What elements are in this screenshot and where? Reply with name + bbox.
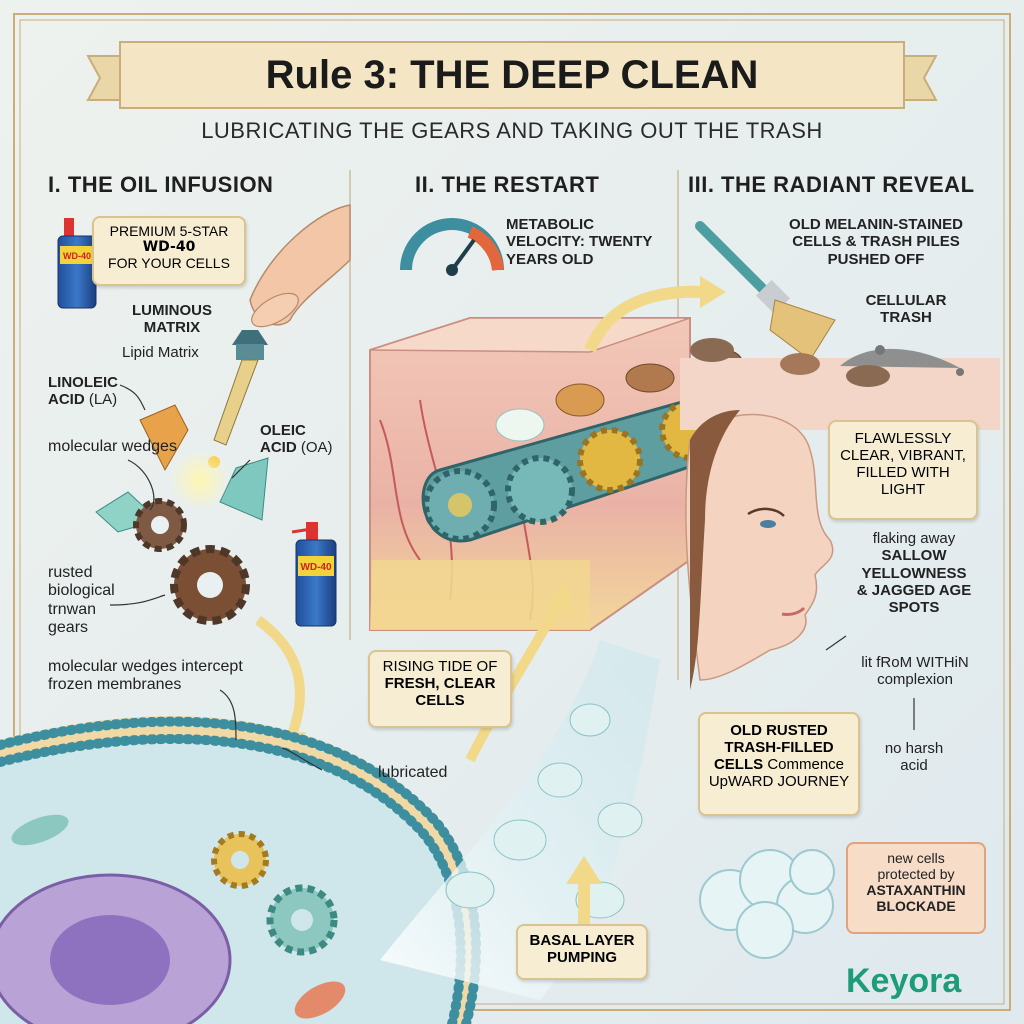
luminous-matrix-label: LUMINOUS MATRIX <box>112 302 232 337</box>
intercept-label: molecular wedges intercept frozen membra… <box>48 658 243 695</box>
velocity-line-2: VELOCITY: TWENTY <box>506 233 653 251</box>
no-harsh-acid-label: no harsh acid <box>862 740 966 775</box>
velocity-line-1: METABOLIC <box>506 216 595 233</box>
cleaning-brush-icon <box>695 221 836 361</box>
section-title-radiant-reveal: III. THE RADIANT REVEAL <box>688 172 975 197</box>
premium-wd40-callout: PREMIUM 5-STAR WD-40 FOR YOUR CELLS <box>92 216 246 286</box>
premium-line-3: FOR YOUR CELLS <box>108 255 230 271</box>
cellular-trash-label: CELLULAR TRASH <box>846 292 966 327</box>
flawless-line-2: CLEAR, VIBRANT, <box>840 447 966 464</box>
oleic-acid-word: ACID <box>260 439 297 457</box>
outer-frame <box>13 13 1011 1011</box>
newcells-line-2: protected by <box>877 866 955 883</box>
cell-membrane-illustration <box>0 716 481 1024</box>
lipid-matrix-label: Lipid Matrix <box>122 344 199 361</box>
premium-line-1: PREMIUM 5-STAR <box>109 223 229 239</box>
rusted-gears-label: rusted biological trnwan gears <box>48 564 115 638</box>
rusted-line-2: biological <box>48 582 115 600</box>
newcells-line-3: ASTAXANTHIN <box>866 882 966 899</box>
restart-arrowhead <box>700 276 726 308</box>
intercept-line-1: molecular wedges intercept <box>48 658 243 675</box>
rising-tide-callout: RISING TIDE OF FRESH, CLEAR CELLS <box>368 650 512 728</box>
newcells-line-4: BLOCKADE <box>876 898 956 915</box>
basal-line-2: PUMPING <box>546 949 617 966</box>
linoleic-acid-word: ACID <box>48 391 85 409</box>
old-line-3: PUSHED OFF <box>827 250 925 268</box>
woman-profile-illustration <box>685 410 834 690</box>
oleic-abbrev: (OA) <box>300 439 333 457</box>
rusted-cells-line-4: UpWARD JOURNEY <box>708 773 850 790</box>
tide-line-1: RISING TIDE OF <box>382 658 498 675</box>
flawless-line-1: FLAWLESSLY <box>854 430 952 447</box>
rusted-cells-line-2: TRASH-FILLED <box>724 739 834 756</box>
section-title-restart: II. THE RESTART <box>415 172 600 197</box>
luminous-line-1: LUMINOUS <box>132 302 212 319</box>
oil-flow-arrow <box>255 615 305 742</box>
old-rusted-cells-callout: OLD RUSTED TRASH-FILLED CELLS Commence U… <box>698 712 860 816</box>
basal-line-1: BASAL LAYER <box>529 932 635 949</box>
tide-line-2: FRESH, CLEAR <box>384 675 496 692</box>
flawless-line-4: LIGHT <box>880 481 926 498</box>
restart-arrow <box>584 285 706 353</box>
lubricated-label: lubricated <box>378 764 448 781</box>
trash-line-2: TRASH <box>880 309 932 327</box>
flawless-callout: FLAWLESSLY CLEAR, VIBRANT, FILLED WITH L… <box>828 420 978 520</box>
velocity-line-3: YEARS OLD <box>506 250 594 268</box>
linoleic-abbrev: (LA) <box>88 391 118 409</box>
oleic-acid-label: OLEIC ACID (OA) <box>260 422 333 457</box>
flaking-line-5: SPOTS <box>888 599 940 616</box>
svg-text:WD-40: WD-40 <box>300 562 332 573</box>
premium-line-2: WD-40 <box>142 239 196 255</box>
title-banner <box>86 41 938 109</box>
page-title: Rule 3: THE DEEP CLEAN <box>265 53 759 97</box>
flaking-line-1: flaking away <box>872 530 956 547</box>
rusted-cells-line-1: OLD RUSTED <box>730 722 828 739</box>
old-melanin-label: OLD MELANIN-STAINED CELLS & TRASH PILES … <box>768 216 984 268</box>
section-title-oil-infusion: I. THE OIL INFUSION <box>48 172 274 197</box>
wd40-spray-can-icon: WD-40 <box>291 522 337 627</box>
molecular-wedges-label: molecular wedges <box>48 438 177 455</box>
flawless-line-3: FILLED WITH <box>856 464 950 481</box>
rusted-line-1: rusted <box>48 564 93 581</box>
metabolic-velocity-label: METABOLIC VELOCITY: TWENTY YEARS OLD <box>506 216 652 268</box>
hand-dropper-icon <box>208 204 351 468</box>
old-line-2: CELLS & TRASH PILES <box>792 233 960 251</box>
rising-cell-stream <box>380 582 660 1000</box>
intercept-line-2: frozen membranes <box>48 676 182 694</box>
lit-within-label: lit fRoM WITHiN complexion <box>848 654 982 689</box>
tide-line-3: CELLS <box>415 692 465 709</box>
rusted-cells-word: CELLS <box>713 756 764 773</box>
harsh-line-1: no harsh <box>884 740 944 757</box>
trash-line-1: CELLULAR <box>865 292 947 309</box>
rusted-line-4: gears <box>48 619 89 637</box>
old-line-1: OLD MELANIN-STAINED <box>789 216 963 233</box>
inner-frame <box>19 19 1005 1005</box>
astaxanthin-callout: new cells protected by ASTAXANTHIN BLOCK… <box>846 842 986 934</box>
oleic-line-1: OLEIC <box>260 422 306 439</box>
flaking-line-4: & JAGGED AGE <box>856 581 972 599</box>
speed-gauge-icon <box>400 218 504 276</box>
newcells-line-1: new cells <box>887 850 945 866</box>
basal-layer-callout: BASAL LAYER PUMPING <box>516 924 648 980</box>
page-subtitle: LUBRICATING THE GEARS AND TAKING OUT THE… <box>201 118 823 143</box>
rusted-line-3: trnwan <box>48 600 97 618</box>
flaking-line-3: YELLOWNESS <box>861 564 967 582</box>
flaking-away-label: flaking away SALLOW YELLOWNESS & JAGGED … <box>846 530 982 616</box>
svg-text:WD-40: WD-40 <box>63 251 91 261</box>
linoleic-line-1: LINOLEIC <box>48 374 118 391</box>
keyora-logo: Keyora <box>846 962 962 1000</box>
rusted-gears-icon <box>133 498 250 625</box>
skin-surface-trash-pile <box>680 338 1000 430</box>
linoleic-acid-label: LINOLEIC ACID (LA) <box>48 374 118 409</box>
lit-line-1: lit fRoM WITHiN <box>861 654 969 671</box>
new-cells-cluster <box>699 849 835 959</box>
rusted-cells-commence: Commence <box>767 756 845 773</box>
lit-line-2: complexion <box>877 671 953 689</box>
luminous-line-2: MATRIX <box>143 319 201 337</box>
harsh-line-2: acid <box>900 757 928 775</box>
flaking-line-2: SALLOW <box>881 547 947 565</box>
leader-lines <box>109 384 915 771</box>
